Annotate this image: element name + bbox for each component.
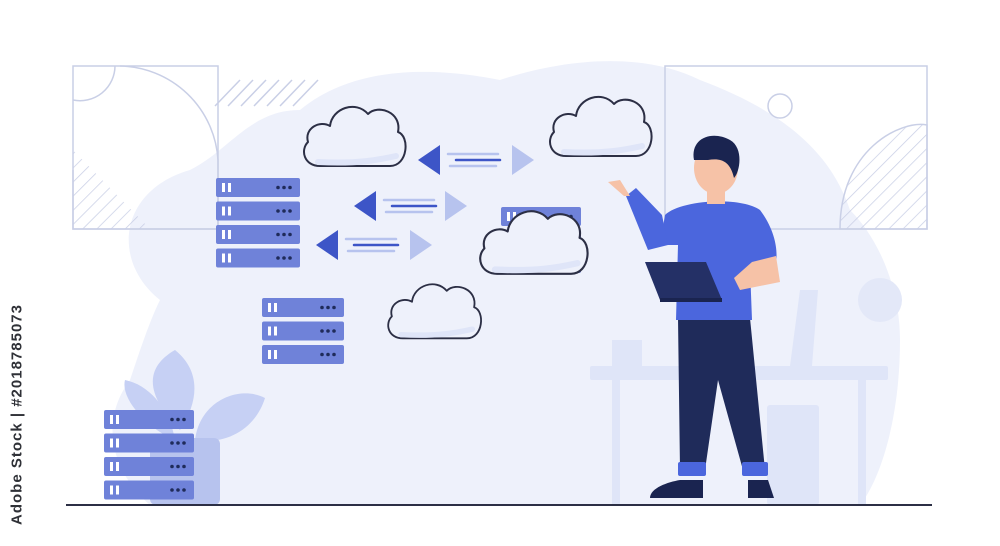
bidirectional-transfer-icon xyxy=(316,230,432,260)
bidirectional-transfer-icon xyxy=(418,145,534,175)
right-frame-hatch xyxy=(839,123,928,230)
background-blob-accent xyxy=(858,278,902,322)
server-rack-icon xyxy=(216,178,300,268)
laptop-icon xyxy=(645,262,722,300)
server-rack-icon xyxy=(104,410,194,500)
right-shoe-icon xyxy=(748,480,774,498)
left-shoe-icon xyxy=(650,480,703,498)
hair xyxy=(693,135,740,178)
pants xyxy=(678,318,765,470)
server-rack-icon xyxy=(262,298,344,364)
transfer-arrows xyxy=(316,145,534,260)
left-frame-hatch xyxy=(73,150,150,229)
person xyxy=(608,135,780,498)
top-hatch-lines xyxy=(214,79,319,107)
bidirectional-transfer-icon xyxy=(354,191,467,221)
stock-id-label: Adobe Stock | #201878507‌3 xyxy=(8,304,26,526)
